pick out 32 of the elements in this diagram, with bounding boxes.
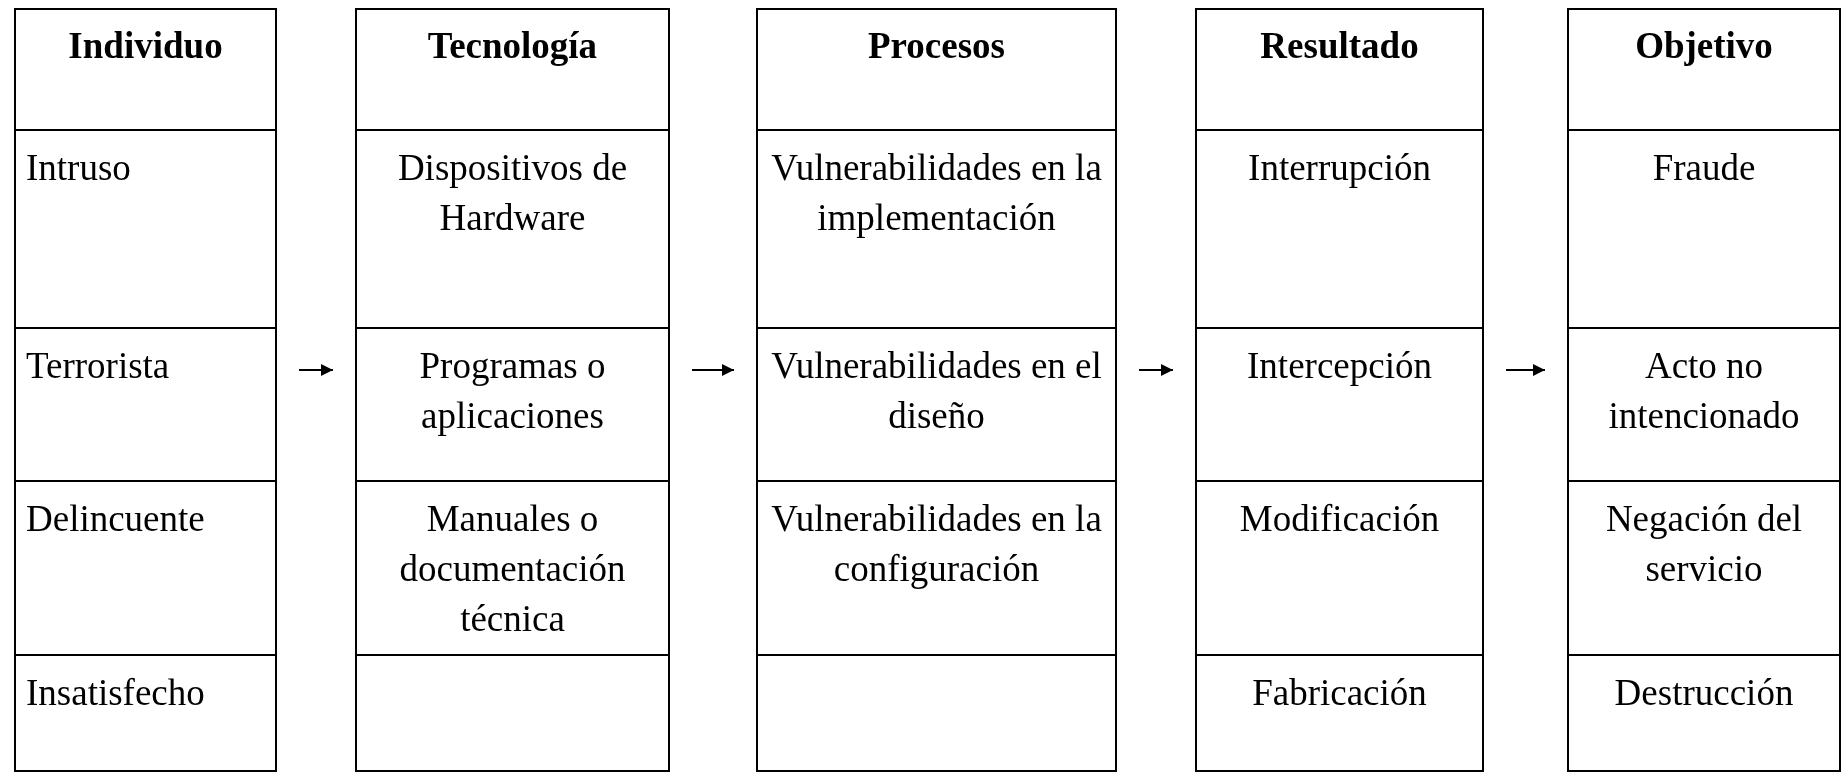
column-panel bbox=[14, 8, 277, 772]
table-cell: Destrucción bbox=[1569, 654, 1839, 772]
arrow bbox=[691, 364, 735, 376]
table-cell: Vulnerabilidades en el diseño bbox=[758, 327, 1115, 480]
table-cell: Manuales o documentación técnica bbox=[357, 480, 668, 654]
table-cell: Intruso bbox=[16, 129, 275, 327]
table-cell: Vulnerabilidades en la configuración bbox=[758, 480, 1115, 654]
column-panel bbox=[355, 8, 670, 772]
table-cell: Terrorista bbox=[16, 327, 275, 480]
column-heading: Objetivo bbox=[1635, 24, 1773, 67]
table-cell: Intercepción bbox=[1197, 327, 1482, 480]
column-heading: Tecnología bbox=[427, 24, 598, 67]
arrow bbox=[1505, 364, 1546, 376]
table-cell: Acto no intencionado bbox=[1569, 327, 1839, 480]
column-heading: Individuo bbox=[68, 24, 223, 67]
arrow bbox=[1138, 364, 1174, 376]
column-heading: Resultado bbox=[1260, 24, 1419, 67]
table-cell: Negación del servicio bbox=[1569, 480, 1839, 654]
column-panel bbox=[1567, 8, 1841, 772]
table-cell: Programas o aplicaciones bbox=[357, 327, 668, 480]
arrow bbox=[298, 364, 334, 376]
table-cell: Modificación bbox=[1197, 480, 1482, 654]
table-cell: Insatisfecho bbox=[16, 654, 275, 772]
table-cell: Interrupción bbox=[1197, 129, 1482, 327]
table-cell: Fabricación bbox=[1197, 654, 1482, 772]
table-cell: Vulnerabilidades en la implementación bbox=[758, 129, 1115, 327]
column-panel bbox=[756, 8, 1117, 772]
column-heading: Procesos bbox=[868, 24, 1005, 67]
table-cell: Dispositivos de Hardware bbox=[357, 129, 668, 327]
table-cell: Fraude bbox=[1569, 129, 1839, 327]
column-panel bbox=[1195, 8, 1484, 772]
table-cell: Delincuente bbox=[16, 480, 275, 654]
